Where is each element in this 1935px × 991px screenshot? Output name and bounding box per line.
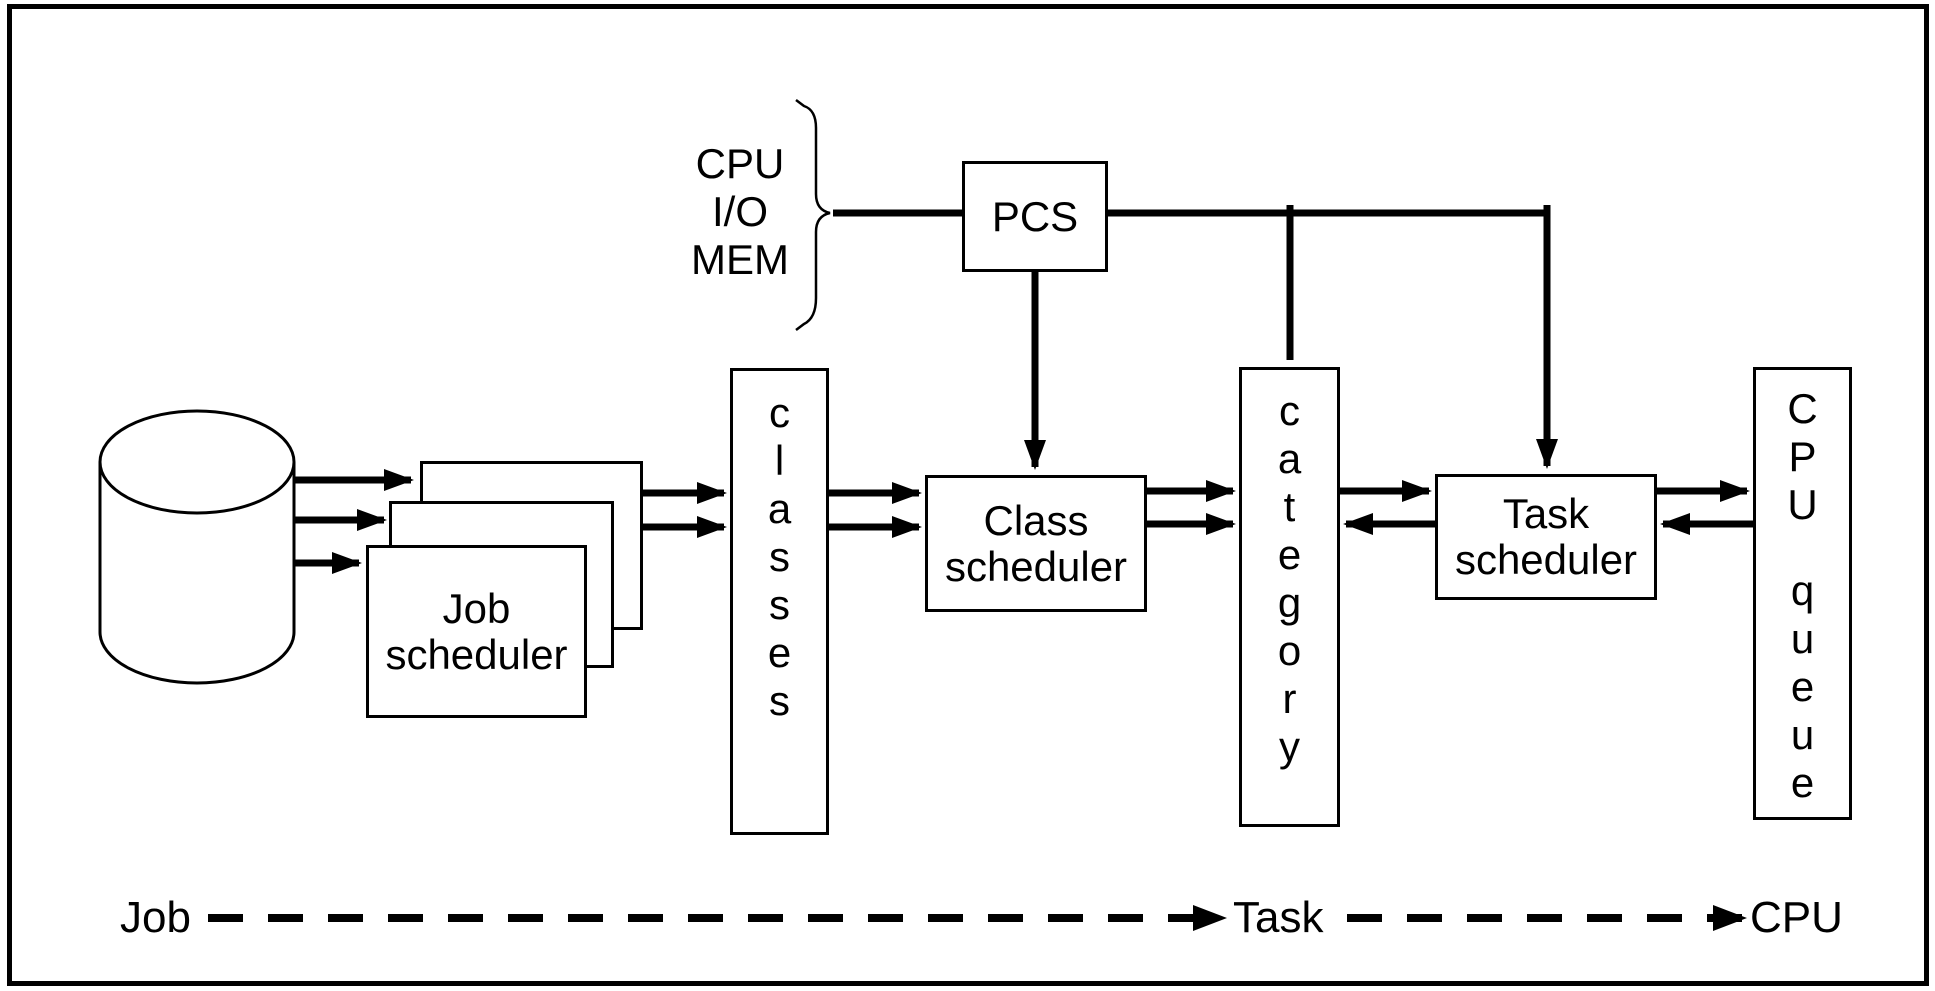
lifecycle-cpu-label: CPU	[1750, 893, 1843, 942]
job-scheduler-label: Job scheduler	[385, 584, 568, 678]
cpu-queue-letter-gap	[1756, 529, 1849, 567]
cpu-queue-box: C P U q u e u e	[1753, 367, 1852, 820]
pcs-label: PCS	[991, 192, 1079, 240]
diagram-border	[7, 4, 1929, 986]
cpu-queue-letter: U	[1787, 481, 1818, 528]
class-scheduler-box: Class scheduler	[925, 475, 1147, 612]
category-letter: y	[1279, 723, 1300, 770]
category-letter: r	[1282, 675, 1297, 722]
cpu-queue-letter: P	[1788, 433, 1817, 480]
cpu-queue-letter: e	[1790, 759, 1815, 806]
category-letter: g	[1277, 579, 1302, 626]
category-letter: e	[1277, 531, 1302, 578]
resource-mem-label: MEM	[691, 236, 789, 283]
pcs-box: PCS	[962, 161, 1108, 272]
lifecycle-job-label: Job	[120, 893, 191, 942]
cpu-queue-letter: C	[1787, 385, 1818, 432]
lifecycle-task-label: Task	[1233, 893, 1324, 942]
category-letter: a	[1277, 435, 1302, 482]
resource-legend: CPU I/O MEM	[650, 140, 830, 284]
task-scheduler-label: Task scheduler	[1454, 490, 1638, 583]
category-queue-box: c a t e g o r y	[1239, 367, 1340, 827]
cpu-queue-letter: u	[1790, 615, 1815, 662]
category-letter: c	[1279, 387, 1300, 434]
cpu-queue-letter: u	[1790, 711, 1815, 758]
cpu-queue-letter: q	[1790, 567, 1815, 614]
category-letter: o	[1277, 627, 1302, 674]
classes-letter: c	[769, 389, 790, 436]
class-scheduler-label: Class scheduler	[944, 496, 1128, 590]
category-letter: t	[1283, 483, 1296, 530]
job-scheduler-box: Job scheduler	[366, 545, 587, 718]
classes-letter: l	[774, 437, 785, 484]
classes-queue-box: c l a s s e s	[730, 368, 829, 835]
classes-letter: s	[769, 581, 790, 628]
cpu-queue-letter: e	[1790, 663, 1815, 710]
classes-letter: s	[769, 533, 790, 580]
classes-letter: a	[767, 485, 792, 532]
classes-letter: e	[767, 629, 792, 676]
task-scheduler-box: Task scheduler	[1435, 474, 1657, 600]
resource-io-label: I/O	[711, 188, 768, 235]
classes-letter: s	[769, 677, 790, 724]
job-pool-cylinder-icon	[98, 409, 296, 685]
resource-cpu-label: CPU	[695, 140, 785, 187]
resource-brace	[795, 99, 831, 331]
